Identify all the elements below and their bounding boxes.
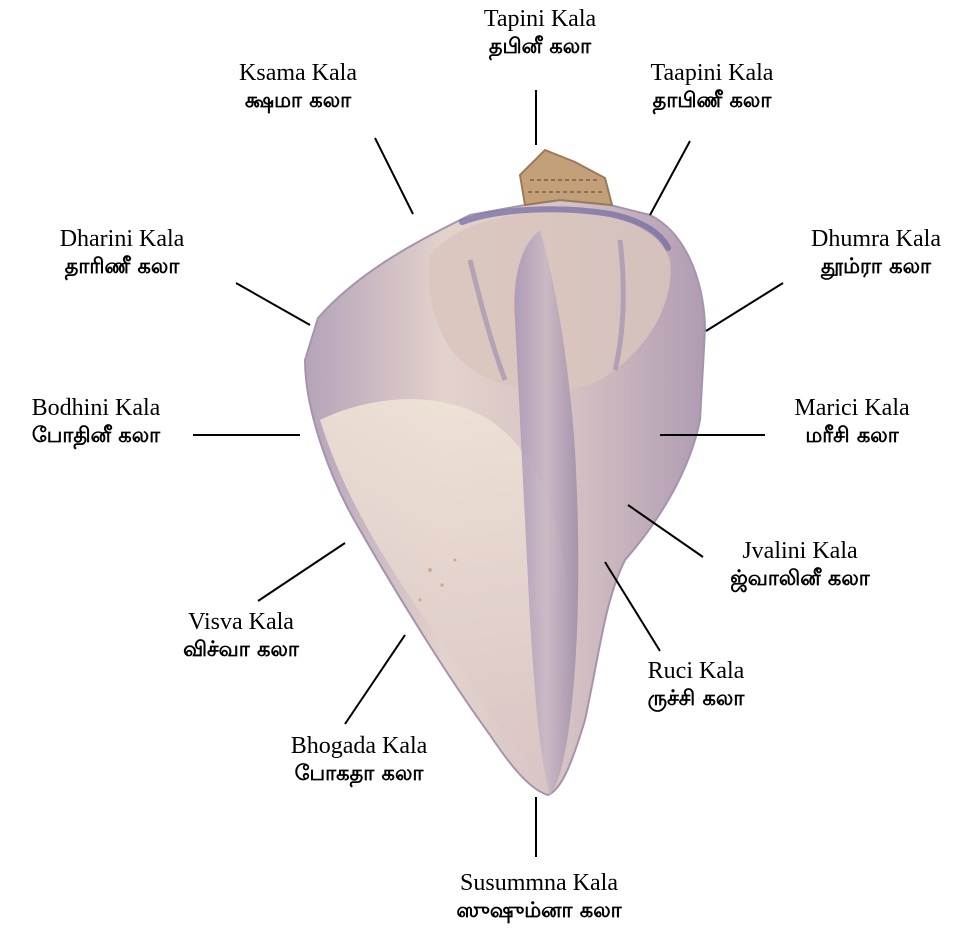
label-tamil: ஸுஷும்னா கலா — [456, 898, 621, 922]
label-marici: Marici Kala மரீசி கலா — [794, 395, 909, 447]
label-english: Dharini Kala — [60, 226, 185, 254]
label-english: Bhogada Kala — [291, 733, 428, 761]
label-dhumra: Dhumra Kala தூம்ரா கலா — [811, 226, 941, 278]
leader-ruci — [605, 562, 660, 651]
label-tapini: Tapini Kala தபினீ கலா — [484, 6, 596, 58]
label-tamil: தூம்ரா கலா — [811, 254, 941, 278]
label-english: Susummna Kala — [456, 870, 621, 898]
leader-ksama — [375, 138, 413, 214]
label-jvalini: Jvalini Kala ஜ்வாலினீ கலா — [730, 538, 869, 590]
leader-visva — [258, 543, 345, 601]
label-bhogada: Bhogada Kala போகதா கலா — [291, 733, 428, 785]
label-english: Bodhini Kala — [32, 395, 161, 423]
label-susummna: Susummna Kala ஸுஷும்னா கலா — [456, 870, 621, 922]
shell-apex — [520, 150, 612, 205]
label-ruci: Ruci Kala ருச்சி கலா — [648, 658, 745, 710]
label-ksama: Ksama Kala க்ஷமா கலா — [239, 60, 357, 112]
leader-bhogada — [345, 635, 405, 724]
label-taapini: Taapini Kala தாபிணீ கலா — [651, 60, 774, 112]
label-english: Visva Kala — [183, 609, 299, 637]
label-tamil: போதினீ கலா — [32, 423, 161, 447]
label-english: Marici Kala — [794, 395, 909, 423]
label-tamil: விச்வா கலா — [183, 637, 299, 661]
label-english: Ruci Kala — [648, 658, 745, 686]
label-visva: Visva Kala விச்வா கலா — [183, 609, 299, 661]
label-tamil: ஜ்வாலினீ கலா — [730, 566, 869, 590]
label-tamil: க்ஷமா கலா — [239, 88, 357, 112]
label-tamil: மரீசி கலா — [794, 423, 909, 447]
label-english: Dhumra Kala — [811, 226, 941, 254]
leader-dharini — [236, 283, 310, 325]
label-tamil: ருச்சி கலா — [648, 686, 745, 710]
leader-dhumra — [706, 283, 783, 331]
label-english: Taapini Kala — [651, 60, 774, 88]
label-english: Jvalini Kala — [730, 538, 869, 566]
label-english: Tapini Kala — [484, 6, 596, 34]
leader-taapini — [650, 141, 690, 215]
label-dharini: Dharini Kala தாரிணீ கலா — [60, 226, 185, 278]
label-tamil: போகதா கலா — [291, 761, 428, 785]
label-bodhini: Bodhini Kala போதினீ கலா — [32, 395, 161, 447]
label-english: Ksama Kala — [239, 60, 357, 88]
label-tamil: தாபிணீ கலா — [651, 88, 774, 112]
label-tamil: தாரிணீ கலா — [60, 254, 185, 278]
label-tamil: தபினீ கலா — [484, 34, 596, 58]
